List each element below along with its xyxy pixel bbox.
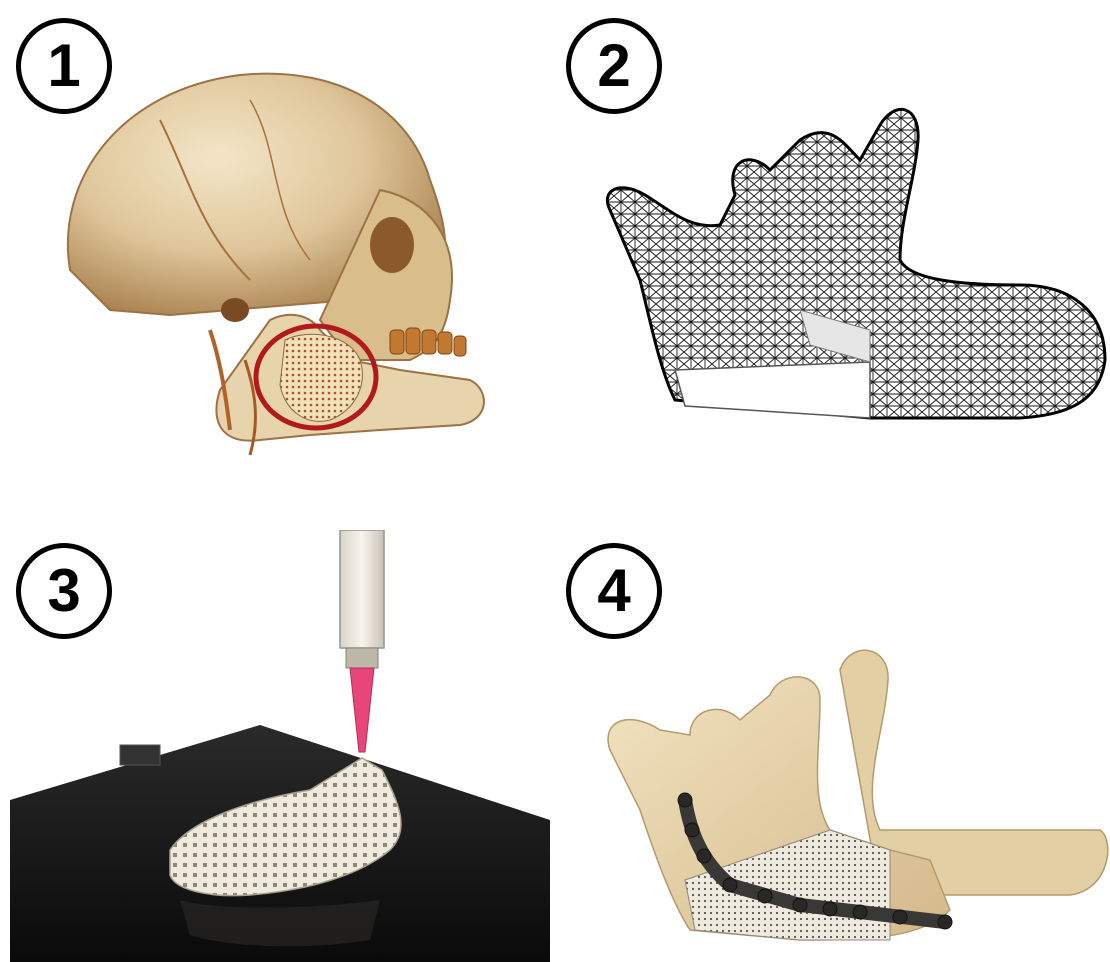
mandible-mesh-model bbox=[600, 100, 1110, 430]
bioink-cartridge bbox=[340, 530, 384, 648]
implanted-mandible bbox=[600, 640, 1110, 955]
step-4-badge: 4 bbox=[566, 543, 662, 639]
bioprinting-scene bbox=[10, 530, 550, 962]
skull-ct-render bbox=[50, 60, 510, 470]
print-nozzle bbox=[350, 668, 374, 752]
